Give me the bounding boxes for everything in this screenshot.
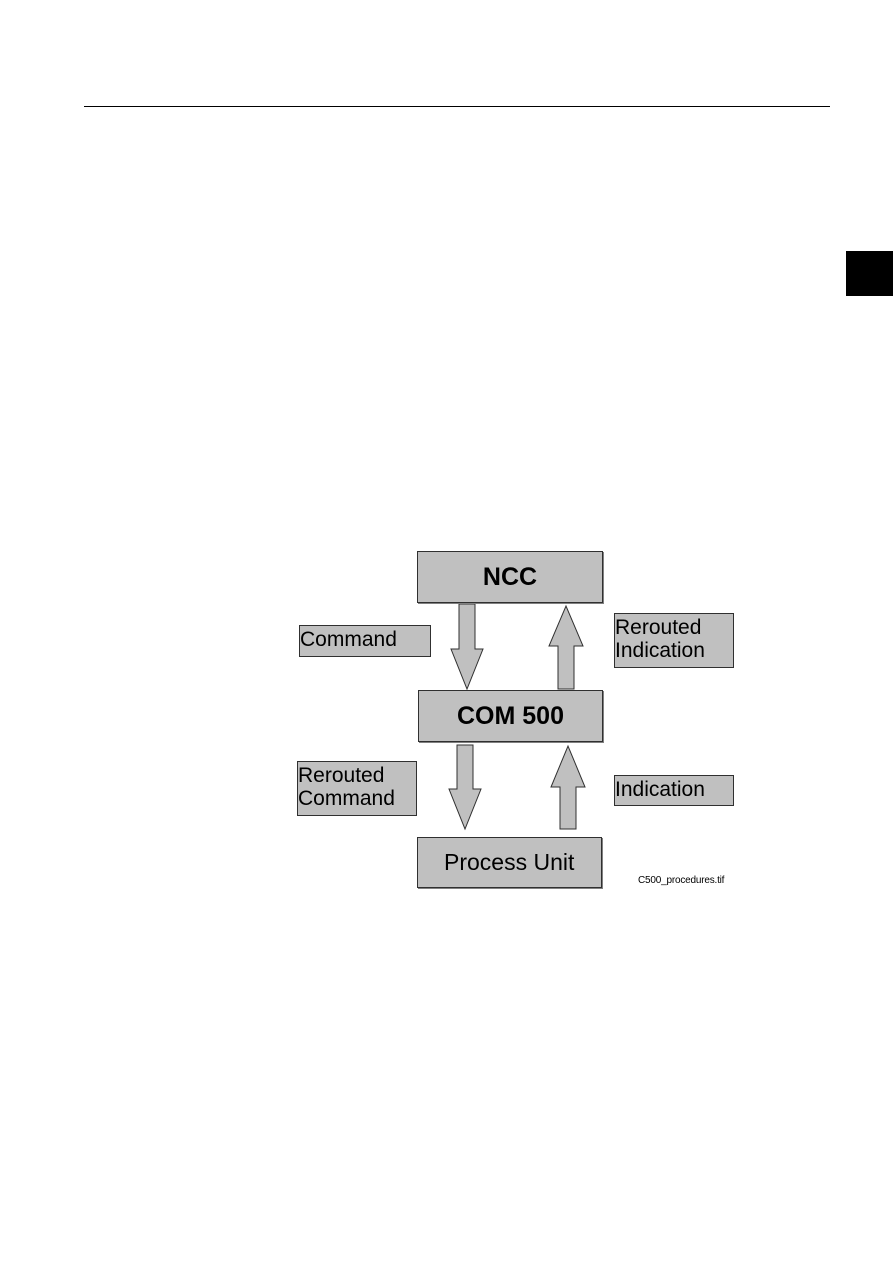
label-rerouted-command-line2: Command bbox=[298, 787, 395, 810]
node-com500-label: COM 500 bbox=[457, 701, 564, 730]
node-process-unit-label: Process Unit bbox=[444, 849, 575, 875]
chapter-tab-marker bbox=[846, 251, 893, 296]
node-ncc: NCC bbox=[417, 551, 603, 603]
label-rerouted-indication: Rerouted Indication bbox=[614, 613, 734, 668]
arrow-indication-up bbox=[550, 744, 586, 830]
label-indication-text: Indication bbox=[615, 778, 705, 801]
label-command: Command bbox=[299, 625, 431, 657]
arrow-rerouted-command-down bbox=[448, 744, 482, 831]
node-process-unit: Process Unit bbox=[417, 837, 602, 888]
label-rerouted-indication-line1: Rerouted bbox=[615, 616, 702, 639]
arrow-command-down bbox=[450, 603, 484, 691]
label-rerouted-indication-line2: Indication bbox=[615, 639, 705, 662]
header-rule bbox=[84, 106, 830, 107]
figure-filename-caption: C500_procedures.tif bbox=[638, 875, 725, 886]
label-rerouted-command-line1: Rerouted bbox=[298, 764, 385, 787]
arrow-rerouted-indication-up bbox=[548, 604, 584, 690]
node-ncc-label: NCC bbox=[482, 562, 538, 591]
label-indication: Indication bbox=[614, 775, 734, 806]
node-com500: COM 500 bbox=[418, 690, 603, 742]
label-rerouted-command: Rerouted Command bbox=[297, 761, 417, 816]
label-command-text: Command bbox=[300, 628, 397, 651]
